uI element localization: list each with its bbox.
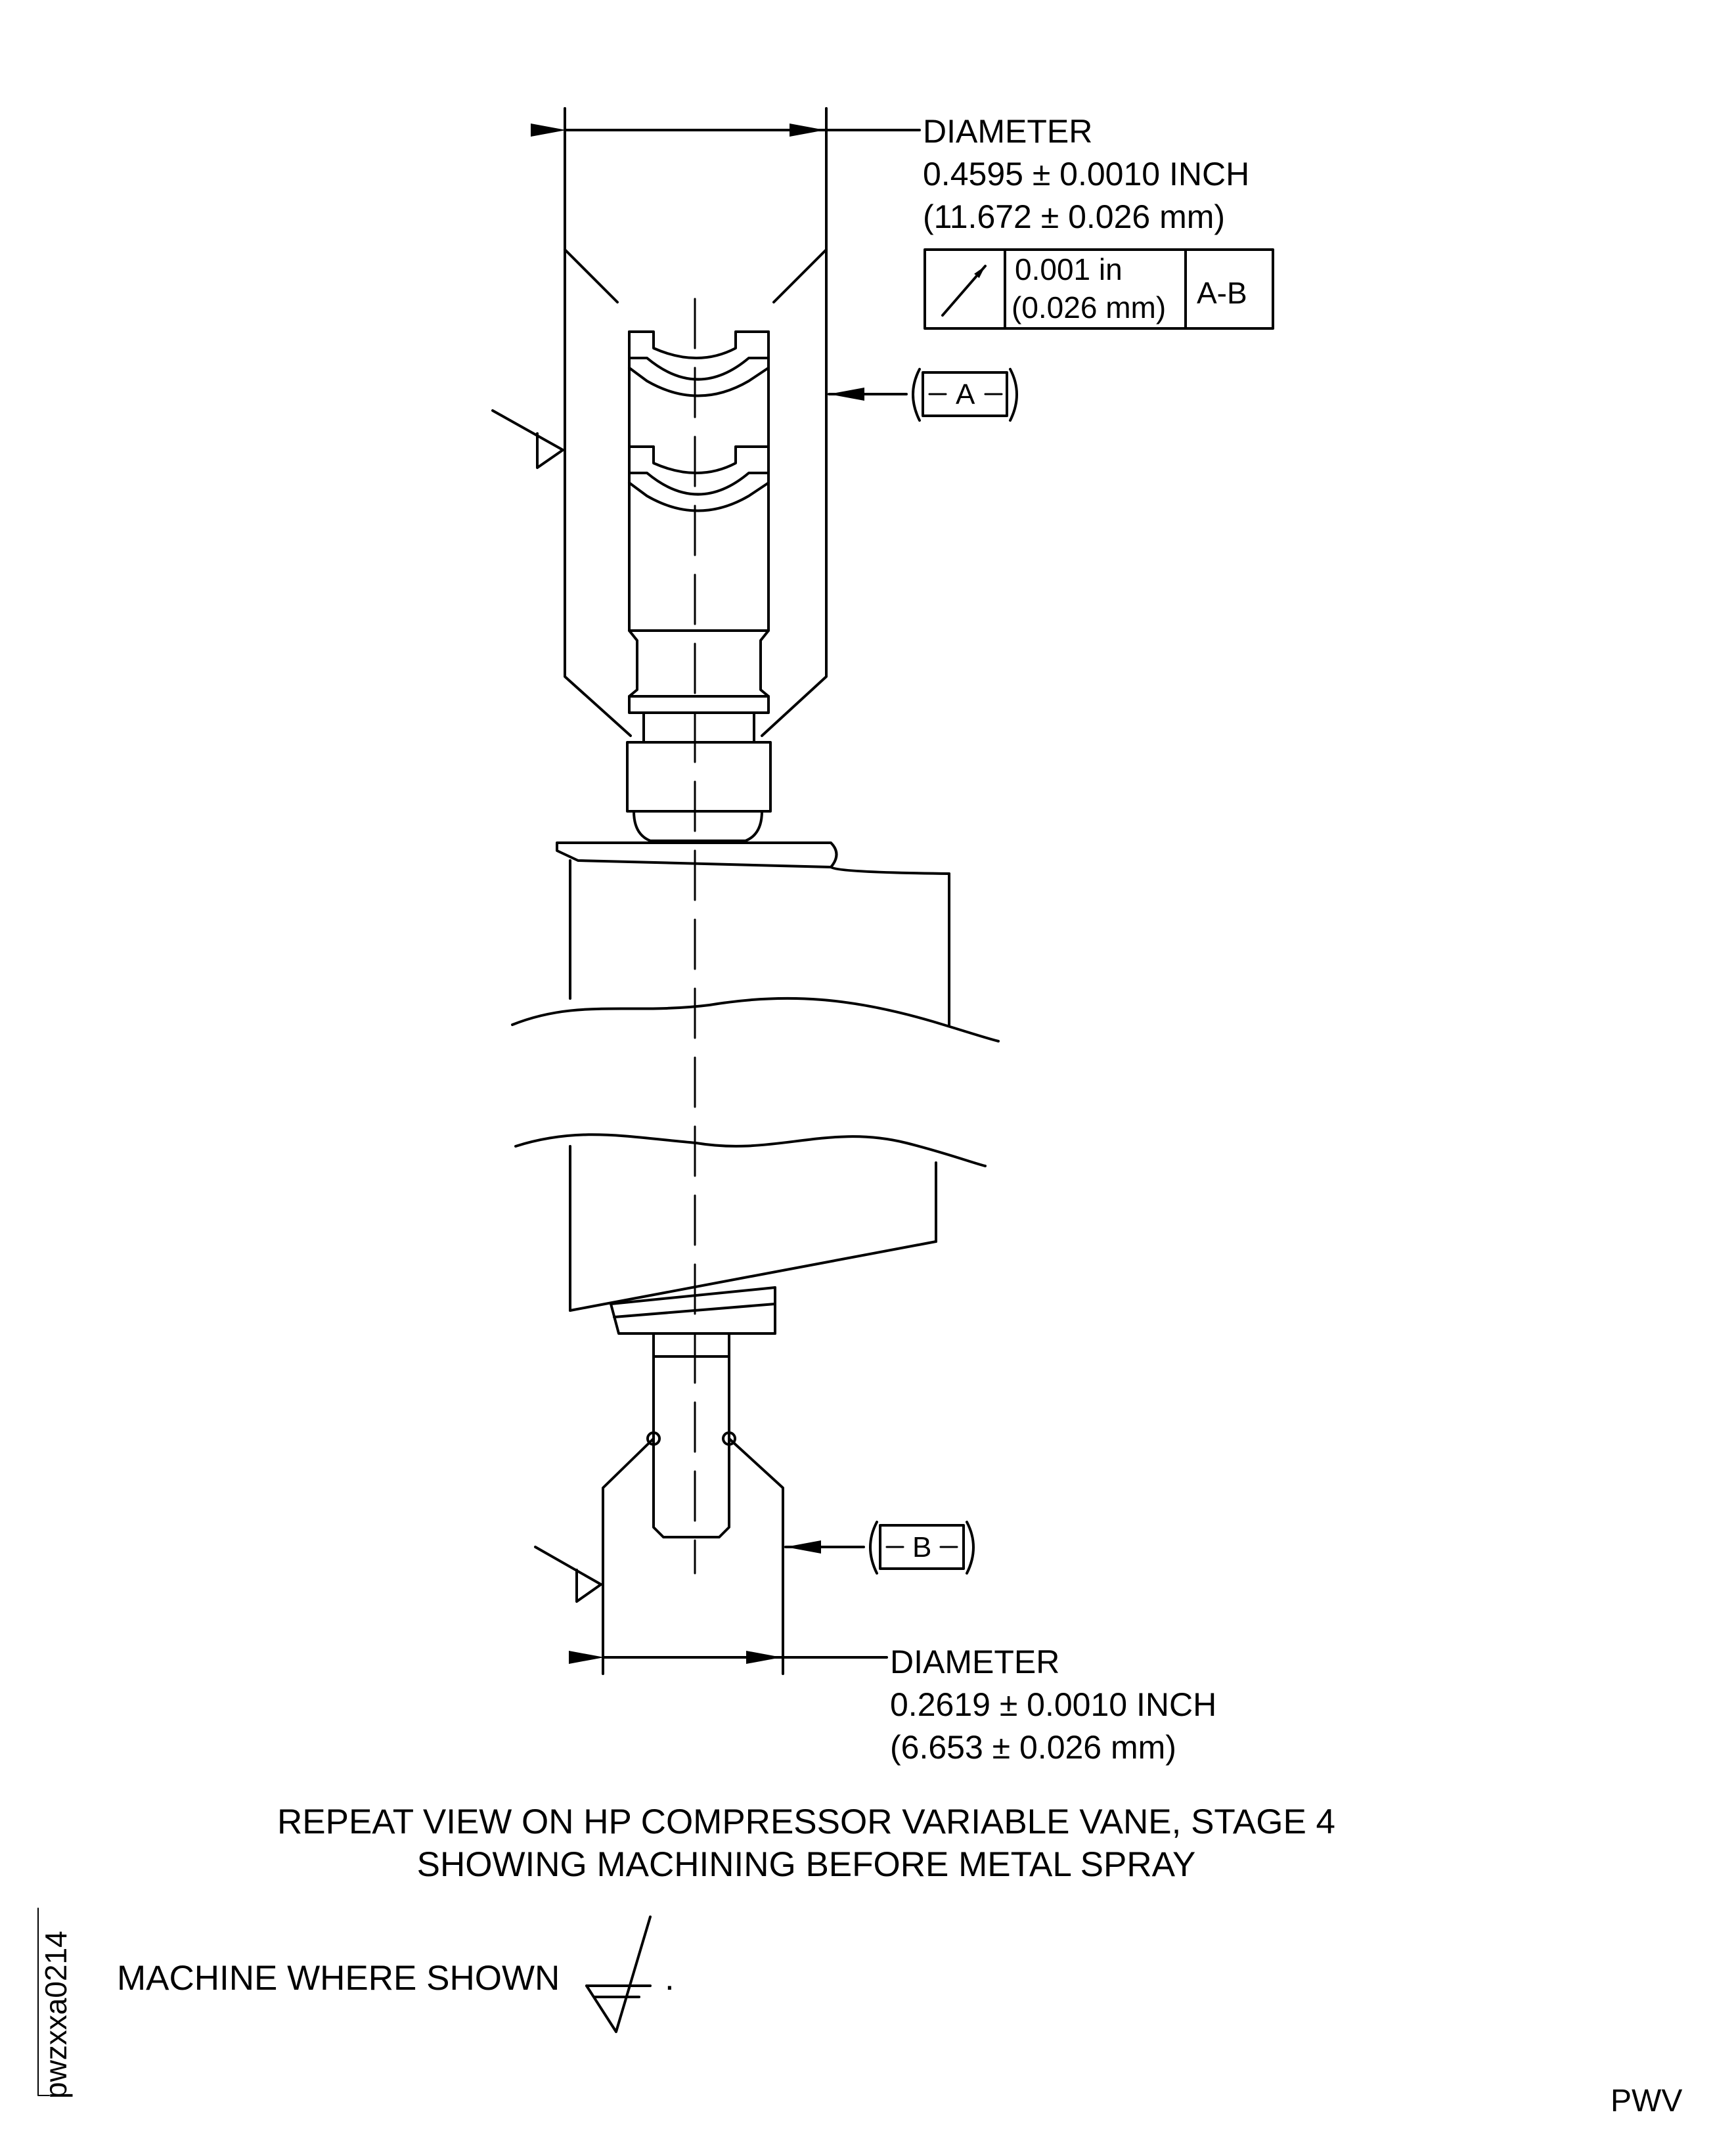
footer-code: PWV bbox=[1611, 2084, 1683, 2118]
upper-dimension-inch: 0.4595 ± 0.0010 INCH bbox=[923, 156, 1250, 192]
fcf-datum-ref: A-B bbox=[1197, 276, 1247, 310]
note-text: MACHINE WHERE SHOWN bbox=[117, 1959, 560, 1998]
fcf-tolerance-in: 0.001 in bbox=[1015, 252, 1123, 286]
datum-a-callout bbox=[828, 368, 1018, 422]
fcf-tolerance-mm: (0.026 mm) bbox=[1012, 290, 1167, 325]
figure-id: pwzxxa0214 bbox=[39, 1931, 73, 2099]
machining-surface-symbol-icon bbox=[585, 1915, 652, 2033]
lower-dimension-inch: 0.2619 ± 0.0010 INCH bbox=[890, 1686, 1217, 1723]
lower-machining-envelope bbox=[602, 1437, 784, 1675]
datum-b-callout bbox=[784, 1521, 975, 1575]
lower-dimension-label: DIAMETER bbox=[890, 1644, 1060, 1680]
upper-diameter-dimension bbox=[531, 107, 921, 251]
upper-dimension-label: DIAMETER bbox=[923, 113, 1093, 150]
machining-symbol-lower bbox=[534, 1546, 602, 1603]
lower-dimension-mm: (6.653 ± 0.026 mm) bbox=[890, 1729, 1176, 1766]
lower-trunnion bbox=[646, 1332, 736, 1538]
upper-machining-envelope bbox=[564, 248, 828, 737]
datum-a-label: A bbox=[956, 378, 975, 411]
feature-control-frame bbox=[924, 248, 1274, 330]
caption-line-2: SHOWING MACHINING BEFORE METAL SPRAY bbox=[416, 1845, 1196, 1884]
caption-line-1: REPEAT VIEW ON HP COMPRESSOR VARIABLE VA… bbox=[277, 1803, 1335, 1841]
figure-id-bracket bbox=[37, 1908, 50, 2096]
note-trailing-period: . bbox=[665, 1959, 675, 1998]
runout-arrow-icon bbox=[941, 265, 987, 317]
datum-b-label: B bbox=[912, 1531, 932, 1563]
vane-platform-airfoil bbox=[511, 841, 1000, 1335]
upper-dimension-mm: (11.672 ± 0.026 mm) bbox=[923, 198, 1226, 235]
upper-trunnion bbox=[626, 330, 772, 842]
machining-symbol-upper bbox=[491, 409, 564, 469]
